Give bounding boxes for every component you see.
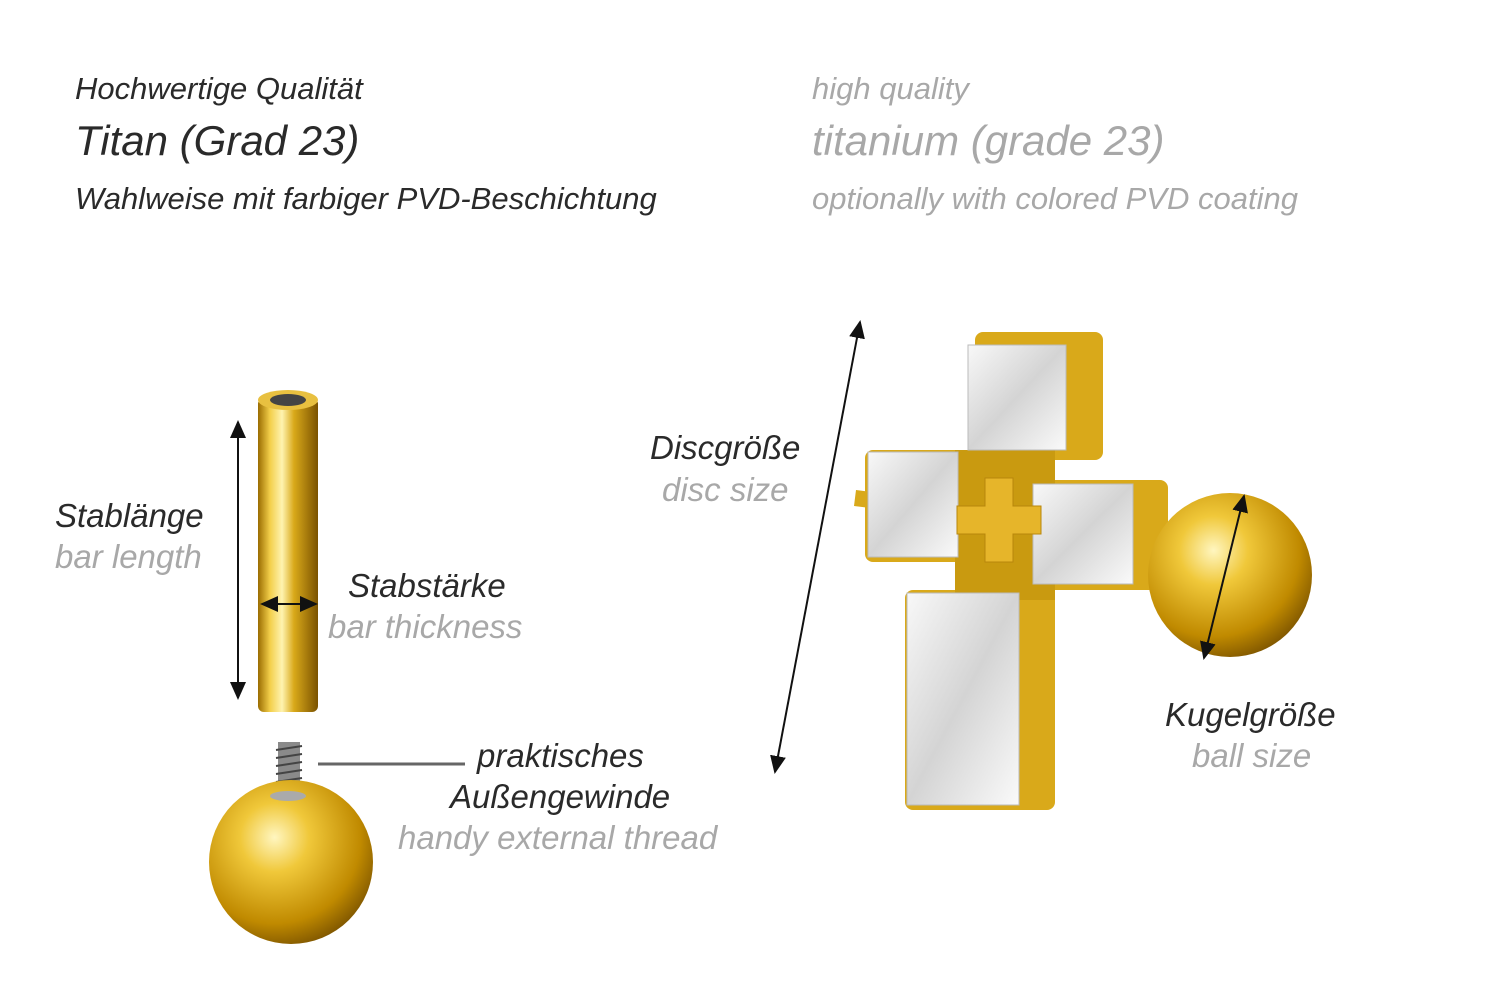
material-en: titanium (grade 23)	[812, 117, 1165, 164]
bar-thickness-label-en: bar thickness	[328, 608, 523, 645]
quality-en: high quality	[812, 71, 969, 106]
bar-length-label-en: bar length	[55, 538, 202, 575]
thread-label-de-1: praktisches	[477, 737, 644, 774]
coating-de: Wahlweise mit farbiger PVD-Beschichtung	[75, 181, 657, 216]
quality-de: Hochwertige Qualität	[75, 71, 363, 106]
bar-thickness-label-de: Stabstärke	[348, 567, 506, 604]
thread-label-en: handy external thread	[398, 819, 718, 856]
cross-jewelry	[854, 332, 1312, 810]
disc-size-label-de: Discgröße	[650, 429, 801, 466]
bar-part	[258, 390, 318, 712]
disc-size-arrow	[770, 320, 865, 774]
coating-en: optionally with colored PVD coating	[812, 181, 1298, 216]
disc-size-label-en: disc size	[662, 471, 789, 508]
ball-size-label-de: Kugelgröße	[1165, 696, 1336, 733]
bar-length-label-de: Stablänge	[55, 497, 204, 534]
material-de: Titan (Grad 23)	[75, 117, 360, 164]
ball-size-label-en: ball size	[1192, 737, 1312, 774]
thread-label-de-2: Außengewinde	[450, 778, 671, 815]
ball-size-arrow	[1200, 494, 1248, 660]
threaded-ball	[209, 742, 373, 944]
